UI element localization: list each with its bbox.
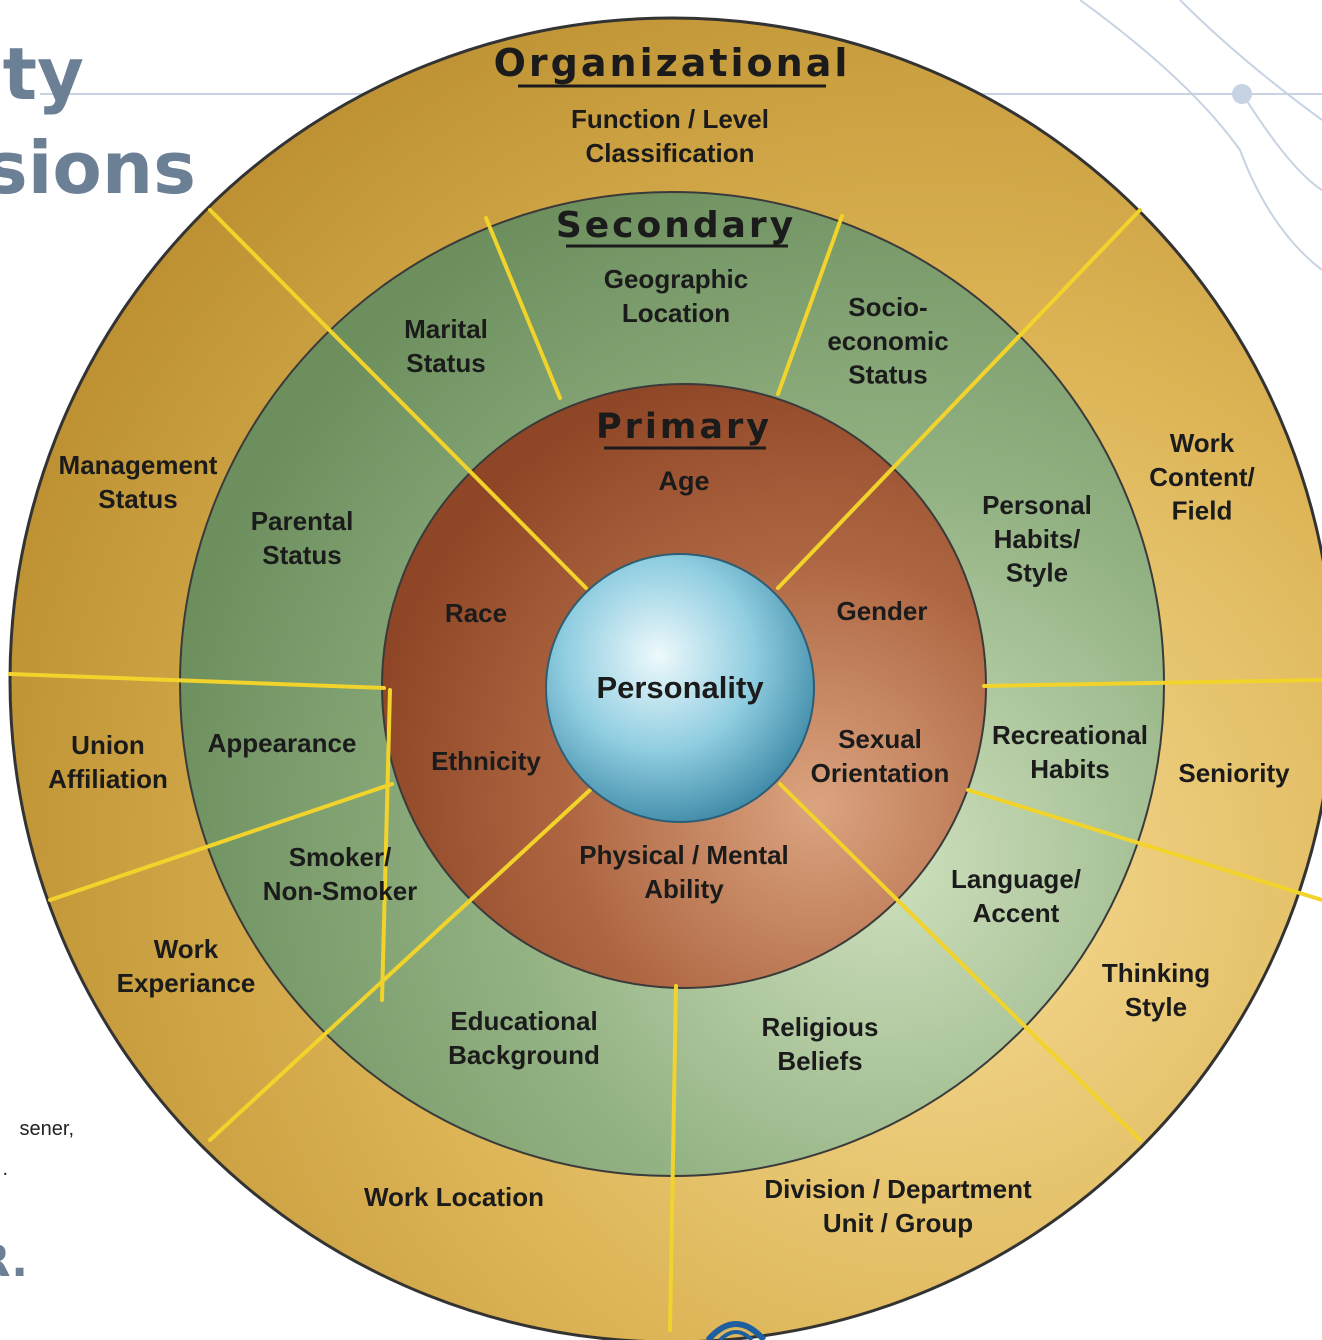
secondary-segment-personal-habits-style-line: Personal	[982, 490, 1092, 520]
secondary-segment-socio-economic-status-line: economic	[827, 326, 948, 356]
secondary-segment-smoker-non-smoker-line: Smoker/	[289, 842, 392, 872]
primary-segment-physical-mental-ability-line: Physical / Mental	[579, 840, 789, 870]
organizational-segment-seniority: Seniority	[1178, 758, 1290, 788]
organizational-segment-work-experiance-line: Work	[154, 934, 219, 964]
organizational-segment-work-location-line: Work Location	[364, 1182, 544, 1212]
secondary-segment-parental-status-line: Parental	[251, 506, 354, 536]
organizational-segment-function-level-classification-line: Function / Level	[571, 104, 769, 134]
primary-segment-physical-mental-ability-line: Ability	[644, 874, 724, 904]
secondary-segment-geographic-location-line: Geographic	[604, 264, 748, 294]
secondary-segment-parental-status-line: Status	[262, 540, 341, 570]
secondary-segment-personal-habits-style-line: Style	[1006, 558, 1068, 588]
primary-segment-sexual-orientation-line: Sexual	[838, 724, 922, 754]
organizational-segment-division-department-unit-group-line: Division / Department	[764, 1174, 1032, 1204]
primary-heading: Primary	[596, 407, 772, 450]
secondary-segment-socio-economic-status-line: Socio-	[848, 292, 927, 322]
secondary-segment-educational-background-line: Background	[448, 1040, 600, 1070]
svg-text:Primary: Primary	[596, 407, 772, 447]
organizational-segment-work-content-field-line: Work	[1170, 428, 1235, 458]
organizational-segment-function-level-classification-line: Classification	[585, 138, 754, 168]
personality-core	[545, 553, 815, 823]
organizational-segment-seniority-line: Seniority	[1178, 758, 1290, 788]
credit-fragment-1: sener,	[19, 1118, 74, 1140]
title-fragment-1: ty	[2, 32, 84, 116]
secondary-segment-language-accent: Language/Accent	[951, 864, 1081, 928]
secondary-segment-recreational-habits-line: Recreational	[992, 720, 1148, 750]
primary-segment-ethnicity: Ethnicity	[431, 746, 541, 776]
organizational-segment-work-content-field-line: Content/	[1149, 462, 1254, 492]
organizational-segment-thinking-style-line: Thinking	[1102, 958, 1210, 988]
secondary-segment-educational-background-line: Educational	[450, 1006, 597, 1036]
primary-segment-age: Age	[658, 466, 709, 496]
organizational-segment-work-content-field-line: Field	[1172, 496, 1233, 526]
secondary-segment-language-accent-line: Language/	[951, 864, 1081, 894]
organizational-heading: Organizational	[494, 41, 851, 88]
secondary-segment-appearance-line: Appearance	[208, 728, 357, 758]
secondary-segment-marital-status-line: Marital	[404, 314, 488, 344]
secondary-segment-personal-habits-style-line: Habits/	[994, 524, 1081, 554]
secondary-segment-recreational-habits-line: Habits	[1030, 754, 1109, 784]
organizational-segment-work-location: Work Location	[364, 1182, 544, 1212]
primary-segment-sexual-orientation-line: Orientation	[811, 758, 950, 788]
organizational-segment-thinking-style-line: Style	[1125, 992, 1187, 1022]
primary-segment-race: Race	[445, 598, 507, 628]
footer-fragment: R.	[0, 1236, 28, 1287]
logo-fragment	[706, 1321, 766, 1340]
secondary-segment-religious-beliefs-line: Beliefs	[777, 1046, 862, 1076]
center-label: Personality	[596, 670, 764, 705]
organizational-segment-work-experiance-line: Experiance	[117, 968, 256, 998]
secondary-segment-smoker-non-smoker: Smoker/Non-Smoker	[263, 842, 418, 906]
secondary-segment-socio-economic-status-line: Status	[848, 360, 927, 390]
title-fragment-2: sions	[0, 126, 196, 210]
organizational-segment-division-department-unit-group-line: Unit / Group	[823, 1208, 973, 1238]
credit-fragment-2: .	[2, 1158, 8, 1180]
svg-text:Secondary: Secondary	[556, 205, 796, 246]
secondary-segment-language-accent-line: Accent	[973, 898, 1060, 928]
svg-text:Organizational: Organizational	[494, 41, 851, 85]
primary-segment-race-line: Race	[445, 598, 507, 628]
secondary-segment-appearance: Appearance	[208, 728, 357, 758]
secondary-segment-religious-beliefs-line: Religious	[761, 1012, 878, 1042]
organizational-segment-union-affiliation-line: Union	[71, 730, 145, 760]
secondary-segment-smoker-non-smoker-line: Non-Smoker	[263, 876, 418, 906]
dividers	[8, 208, 1322, 1332]
decorative-dot	[1232, 84, 1252, 104]
organizational-segment-management-status-line: Management	[59, 450, 218, 480]
organizational-segment-management-status-line: Status	[98, 484, 177, 514]
primary-segment-gender-line: Gender	[836, 596, 927, 626]
primary-segment-ethnicity-line: Ethnicity	[431, 746, 541, 776]
organizational-segment-union-affiliation-line: Affiliation	[48, 764, 168, 794]
primary-segment-gender: Gender	[836, 596, 927, 626]
secondary-heading: Secondary	[556, 205, 796, 248]
primary-segment-age-line: Age	[658, 466, 709, 496]
secondary-segment-marital-status-line: Status	[406, 348, 485, 378]
secondary-segment-geographic-location-line: Location	[622, 298, 730, 328]
